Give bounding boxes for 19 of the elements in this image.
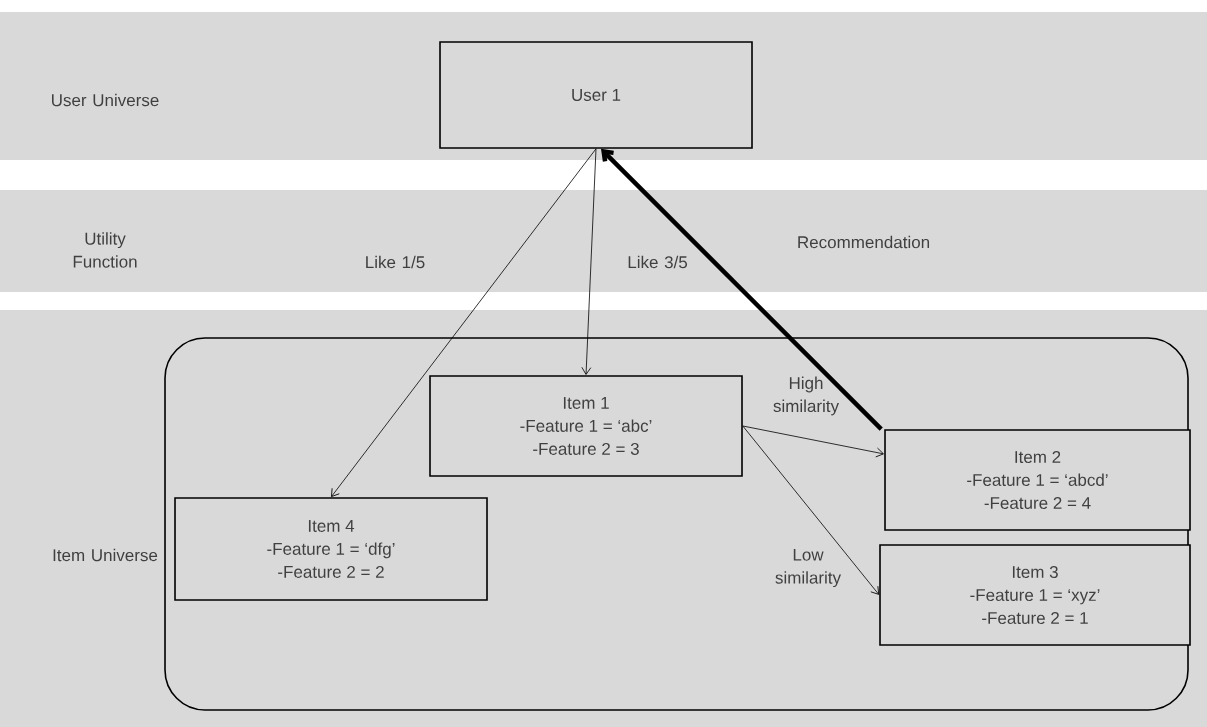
arrow: [601, 148, 883, 431]
item-box: Item 1 -Feature 1 = ‘abc’ -Feature 2 = 3: [429, 375, 743, 477]
edge-label: High similarity: [773, 376, 839, 416]
arrow: [331, 148, 597, 497]
item-box: Item 2 -Feature 1 = ‘abcd’ -Feature 2 = 4: [884, 429, 1191, 531]
user-box: User 1: [439, 41, 753, 149]
container-box: [164, 337, 1189, 711]
item-box: Item 3 -Feature 1 = ‘xyz’ -Feature 2 = 1: [879, 544, 1191, 646]
edge-label: Like 1/5: [366, 255, 425, 269]
arrow: [742, 425, 880, 595]
edge-label: Recommendation: [798, 235, 929, 249]
edge-label: Low similarity: [775, 548, 841, 588]
edge-label: Like 3/5: [628, 255, 688, 269]
item-box: Item 4 -Feature 1 = ‘dfg’ -Feature 2 = 2: [174, 497, 488, 601]
band-label: User Universe: [52, 93, 159, 107]
arrow: [581, 148, 597, 375]
band-label: Utility Function: [73, 232, 137, 268]
band-label: Item Universe: [53, 548, 158, 562]
arrow: [742, 425, 884, 458]
